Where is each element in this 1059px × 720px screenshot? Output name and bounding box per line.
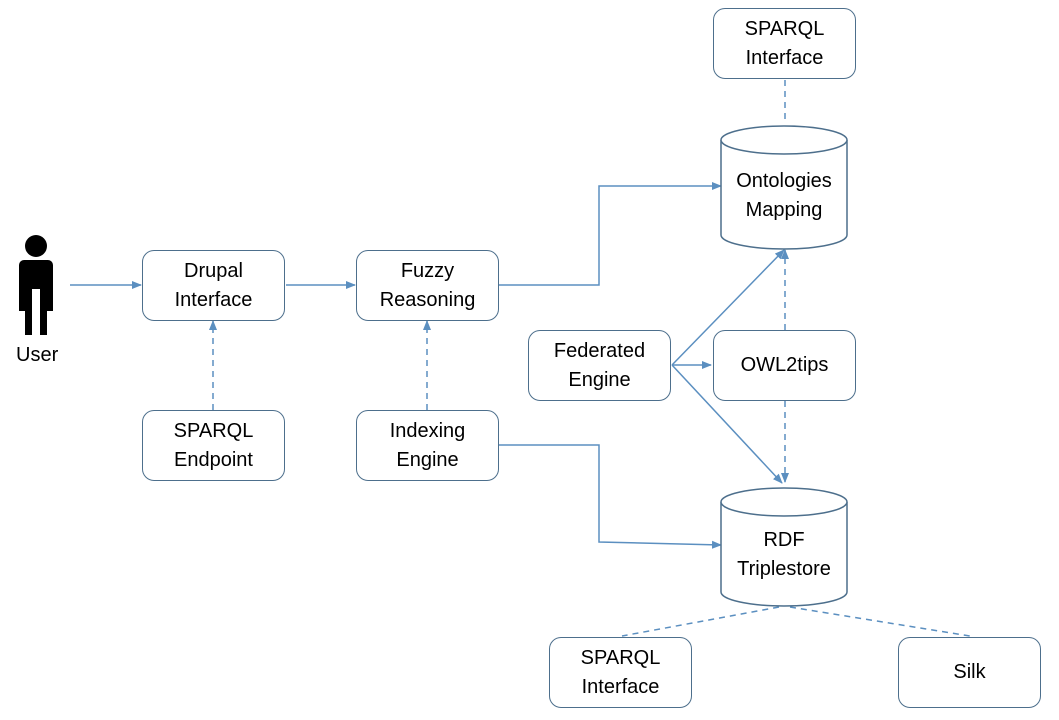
sparql-endpoint-node: SPARQL Endpoint bbox=[142, 410, 285, 481]
edge-rdf-silk bbox=[789, 606, 971, 637]
node-label-line: Federated bbox=[553, 339, 646, 362]
node-label-line: SPARQL bbox=[744, 17, 825, 40]
node-label-line: Interface bbox=[581, 675, 660, 698]
node-label-line: Silk bbox=[953, 661, 986, 683]
edge-federated-ontologies bbox=[671, 249, 785, 366]
rdf-triplestore-cylinder bbox=[720, 487, 848, 607]
node-label-line: Mapping bbox=[745, 199, 823, 221]
owl2tips-node: OWL2tips bbox=[713, 330, 856, 401]
node-label-line: Engine bbox=[396, 448, 459, 471]
silk-node: Silk bbox=[898, 637, 1041, 708]
node-label-line: Ontologies bbox=[736, 170, 832, 192]
rdf-triplestore-label: RDF Triplestore bbox=[721, 526, 847, 584]
node-label-line: Interface bbox=[174, 288, 253, 311]
node-label-line: Indexing bbox=[389, 419, 466, 442]
user-icon bbox=[19, 235, 53, 335]
node-label-line: Interface bbox=[745, 46, 824, 69]
sparql-interface-top-node: SPARQL Interface bbox=[713, 8, 856, 79]
node-label-line: Triplestore bbox=[737, 558, 831, 580]
edge-fuzzy-ontologies bbox=[499, 182, 722, 286]
node-label-line: Reasoning bbox=[379, 288, 476, 311]
node-label-line: Drupal bbox=[184, 259, 243, 282]
node-label-line: RDF bbox=[763, 529, 805, 551]
node-label-line: Fuzzy bbox=[400, 259, 455, 282]
node-label-line: SPARQL bbox=[580, 646, 661, 669]
node-label-line: Endpoint bbox=[174, 448, 253, 471]
node-label-line: OWL2tips bbox=[740, 354, 829, 376]
node-label-line: SPARQL bbox=[173, 419, 254, 442]
edge-rdf-sparql-bottom bbox=[621, 606, 780, 637]
ontologies-mapping-cylinder bbox=[720, 125, 848, 250]
edge-federated-rdf bbox=[671, 364, 783, 484]
sparql-interface-bottom-node: SPARQL Interface bbox=[549, 637, 692, 708]
edge-indexing-rdf bbox=[499, 444, 722, 549]
node-label-line: Engine bbox=[568, 368, 631, 391]
user-label: User bbox=[16, 344, 59, 366]
